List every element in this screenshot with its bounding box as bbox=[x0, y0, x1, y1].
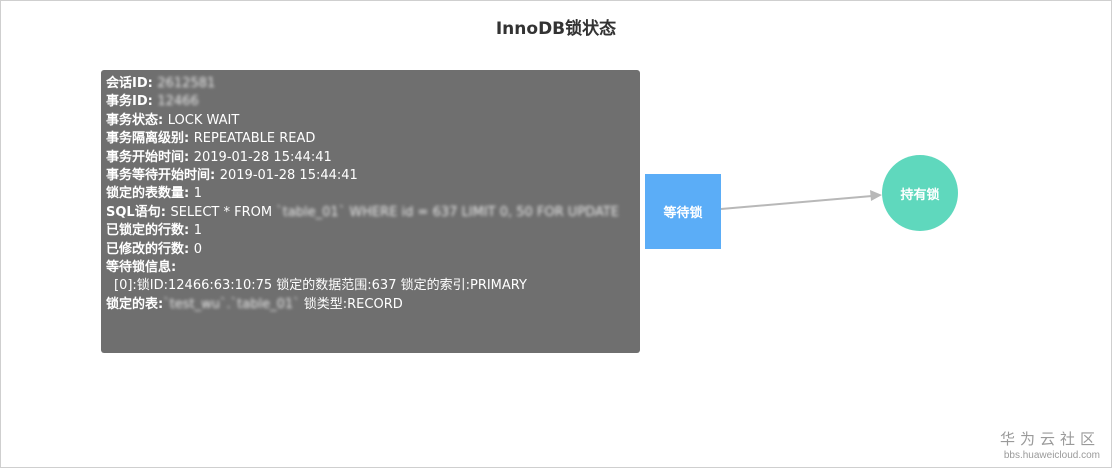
tooltip-row-wait-start-time: 事务等待开始时间: 2019-01-28 15:44:41 bbox=[106, 167, 358, 183]
waiting-lock-node[interactable]: 等待锁 bbox=[645, 174, 721, 249]
tooltip-row-rows-locked: 已锁定的行数: 1 bbox=[106, 223, 203, 239]
watermark: 华为云社区 bbs.huaweicloud.com bbox=[1000, 428, 1100, 461]
watermark-cn: 华为云社区 bbox=[999, 430, 1100, 448]
tooltip-row-start-time: 事务开始时间: 2019-01-28 15:44:41 bbox=[106, 149, 332, 165]
tooltip-row-tables-locked: 锁定的表数量: 1 bbox=[106, 186, 203, 202]
tooltip-row-trx-state: 事务状态: LOCK WAIT bbox=[106, 112, 240, 128]
tooltip-row-locked-table: 锁定的表:`test_wu`.`table_01` 锁类型:RECORD bbox=[106, 296, 640, 314]
tooltip-row-session-id: 会话ID: 2612581 bbox=[106, 75, 640, 93]
waiting-lock-label: 等待锁 bbox=[663, 206, 703, 221]
watermark-en: bbs.huaweicloud.com bbox=[1003, 450, 1100, 461]
blurred-table-name: `test_wu`.`table_01` bbox=[163, 296, 300, 312]
tooltip-row-trx-id: 事务ID: 12466 bbox=[106, 93, 640, 111]
blurred-sql-fragment: `table_01` WHERE id = 637 LIMIT 0, 50 FO… bbox=[276, 204, 619, 220]
lock-info-tooltip: 会话ID: 2612581 事务ID: 12466 事务状态: LOCK WAI… bbox=[101, 70, 640, 353]
tooltip-row-isolation: 事务隔离级别: REPEATABLE READ bbox=[106, 131, 316, 147]
chart-title: InnoDB锁状态 bbox=[495, 19, 617, 39]
tooltip-row-sql: SQL语句: SELECT * FROM `table_01` WHERE id… bbox=[106, 204, 640, 222]
holding-lock-node[interactable]: 持有锁 bbox=[882, 155, 958, 231]
tooltip-row-waiting-lock-info: 等待锁信息: bbox=[106, 259, 177, 275]
holding-lock-label: 持有锁 bbox=[900, 187, 940, 203]
tooltip-row-lock-detail: [0]:锁ID:12466:63:10:75 锁定的数据范围:637 锁定的索引… bbox=[114, 278, 527, 294]
blurred-session-id: 2612581 bbox=[157, 76, 216, 91]
blurred-trx-id: 12466 bbox=[157, 94, 199, 110]
tooltip-row-rows-modified: 已修改的行数: 0 bbox=[106, 241, 203, 257]
